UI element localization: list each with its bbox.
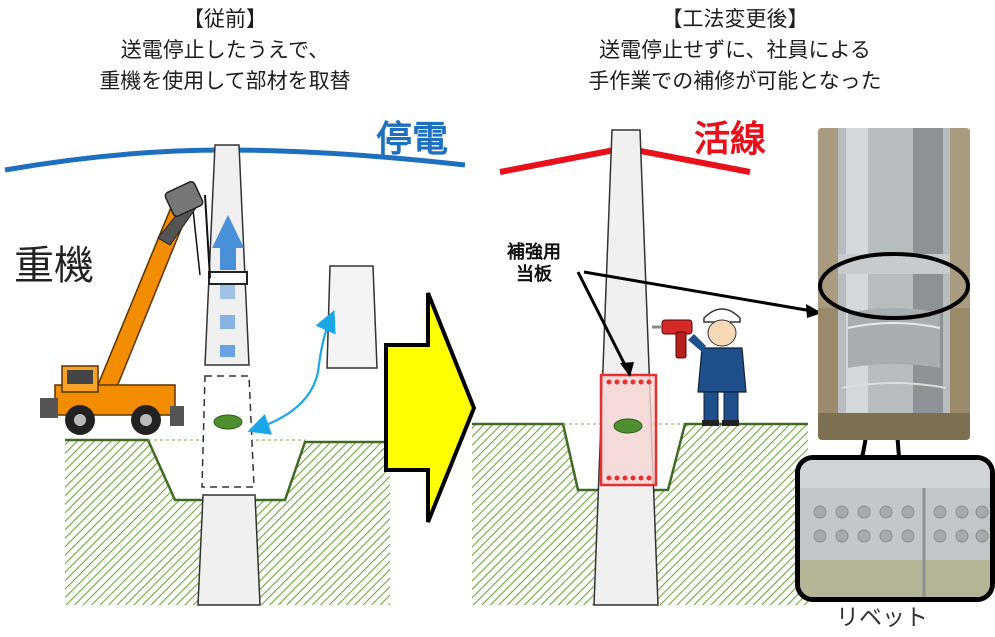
crane-bumper [40,398,58,418]
worker-body [697,347,747,393]
lifting-band [208,271,248,285]
highlight-ellipse [818,252,970,320]
reinforcement-plate [599,373,658,487]
crane-truck [40,181,211,435]
after-caption-line-2: 手作業での補修が可能となった [588,69,882,93]
pole-hole [213,414,243,430]
lift-arrow-dash [220,285,235,299]
reinforcement-plate-label: 補強用 当板 [507,242,561,286]
crane-wheel-hub [74,414,86,426]
removed-pole-section [201,375,255,488]
crane-cable [204,194,211,279]
plate-rivets-top [606,379,652,385]
label-pointer [583,270,819,314]
live-line-label: 活線 [694,119,767,160]
pole-photo-image [818,128,970,440]
rivet-label: リベット [836,605,928,631]
worker [688,308,747,426]
rivet-closeup-photo [795,455,995,602]
rivet-closeup-image [800,460,990,597]
crane-wheel-hub [140,414,152,426]
worker-boots [702,420,719,426]
after-caption: 【工法変更後】 送電停止せずに、社員による 手作業での補修が可能となった [525,4,945,97]
label-pointer-head [620,362,634,377]
outage-label: 停電 [376,119,449,160]
worker-legs [703,391,719,423]
transition-arrow [384,292,477,523]
worker-face [707,319,737,347]
plate-rivets-bottom [606,475,652,481]
lift-arrow-dash [220,345,235,357]
worker-helmet [703,308,741,323]
lift-arrow-dash [220,315,235,329]
lift-up-arrow [212,215,244,270]
pole-photo [818,128,970,440]
crane-cab-window [67,370,93,384]
crane-hook-block [164,181,204,217]
reinforcement-plate-label-line-2: 当板 [516,264,552,285]
exchange-arrow [247,309,336,435]
label-pointer [576,271,632,376]
after-caption-line-1: 送電停止せずに、社員による [599,38,871,62]
after-caption-heading: 【工法変更後】 [661,7,809,31]
before-caption-heading: 【従前】 [183,7,267,31]
worker-boots [722,420,739,426]
power-drill-icon [652,319,693,359]
before-caption-line-2: 重機を使用して部材を取替 [99,69,351,93]
crane-outrigger [170,406,184,426]
worker-legs [723,391,739,423]
before-pole-lower [197,494,261,606]
label-pointer-head [806,304,822,318]
reinforcement-plate-label-line-1: 補強用 [507,242,561,263]
replacement-pole-section [326,265,378,369]
heavy-machinery-label: 重機 [14,243,94,289]
pole-hole [613,418,643,434]
worker-arm [688,334,706,352]
before-caption: 【従前】 送電停止したうえで、 重機を使用して部材を取替 [35,4,415,97]
before-caption-line-1: 送電停止したうえで、 [120,38,330,62]
